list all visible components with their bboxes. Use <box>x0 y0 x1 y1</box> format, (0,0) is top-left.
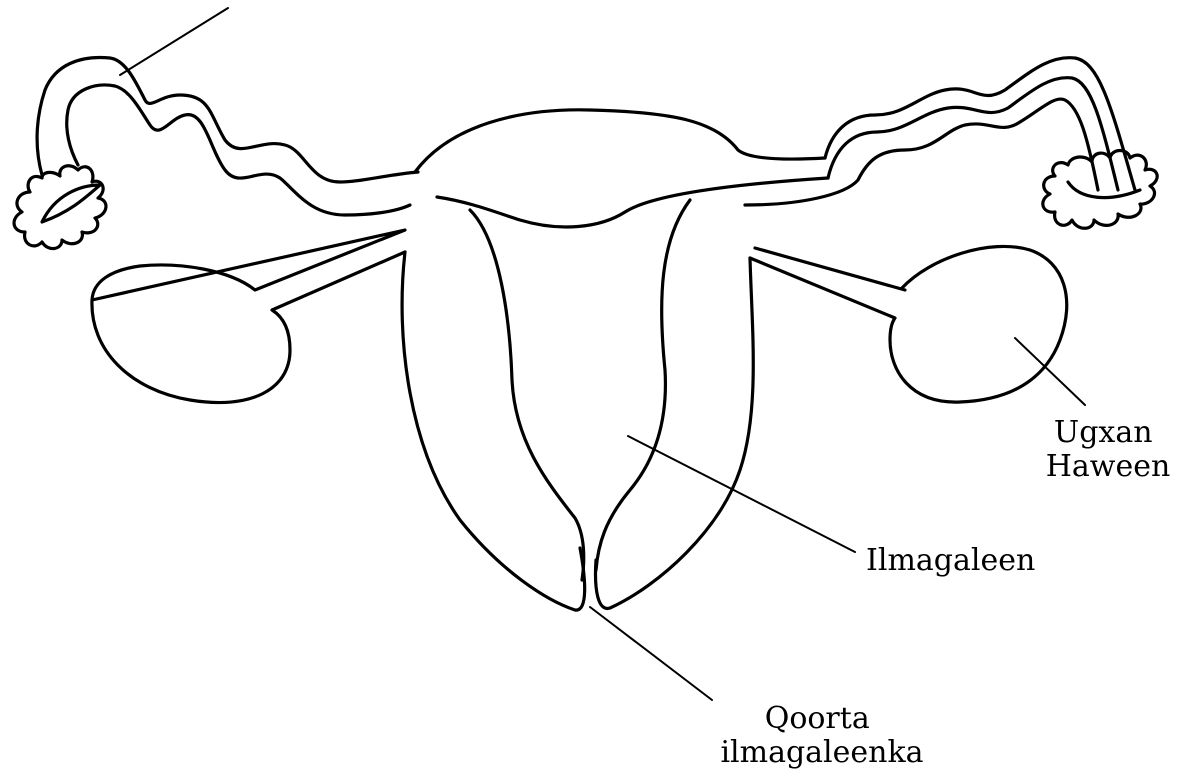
label-ovary-line2: Haween <box>1046 449 1171 484</box>
uterus-left-outer-wall <box>402 252 585 610</box>
label-uterus: Ilmagaleen <box>866 543 1035 578</box>
right-ovary <box>750 246 1067 402</box>
left-fimbriae <box>14 166 106 249</box>
leader-line-ovary <box>1015 338 1085 405</box>
leader-line-cervix <box>590 607 712 700</box>
leader-line-top-left <box>120 8 228 75</box>
leader-line-uterus <box>628 436 855 552</box>
label-ovary: Ugxan Haween <box>1046 415 1171 484</box>
label-cervix: Qoorta ilmagaleenka <box>720 701 923 770</box>
right-ostium <box>1068 182 1140 198</box>
uterus-left-inner-wall <box>470 210 584 580</box>
left-fallopian-tube-upper <box>37 57 418 182</box>
right-fallopian-tube-middle <box>828 78 1118 190</box>
label-ovary-line1: Ugxan <box>1054 415 1153 450</box>
label-cervix-line2: ilmagaleenka <box>720 735 923 770</box>
left-ovary <box>92 230 405 403</box>
uterus-right-inner-wall <box>596 200 690 570</box>
left-ostium <box>42 185 100 222</box>
uterus-fundus-outline <box>415 110 825 172</box>
label-cervix-line1: Qoorta <box>765 701 870 736</box>
uterine-cavity-top <box>437 178 828 227</box>
uterus-right-outer-wall <box>596 258 754 608</box>
